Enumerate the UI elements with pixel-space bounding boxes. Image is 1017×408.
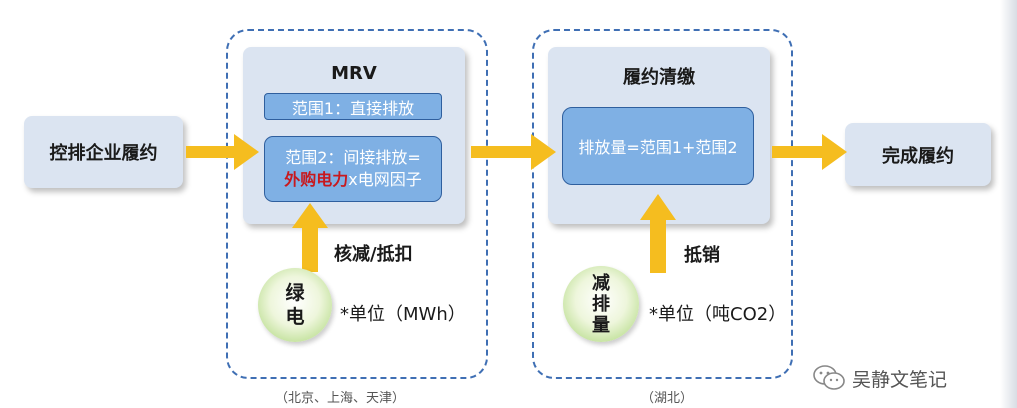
scope1-box: 范围1：直接排放: [264, 93, 442, 120]
arrow-green-power-up: [292, 203, 328, 272]
arrow-reduction-up: [640, 194, 676, 273]
emission-formula-box: 排放量=范围1+范围2: [562, 107, 754, 185]
right-edge-strip: [1000, 0, 1017, 408]
unit-co2-label: *单位（吨CO2）: [649, 304, 787, 325]
scope2-purchased-power: 外购电力: [284, 170, 349, 189]
offset-label: 抵销: [684, 245, 720, 266]
reduction-char-1: 减: [592, 272, 610, 294]
mrv-title: MRV: [331, 63, 377, 84]
mrv-group-frame: [226, 29, 488, 379]
scope2-line2: 外购电力x电网因子: [265, 169, 441, 191]
watermark-text: 吴静文笔记: [852, 368, 948, 391]
arrow-clearing-to-complete: [772, 134, 847, 170]
entity-node: 控排企业履约: [24, 116, 183, 188]
unit-mwh-label: *单位（MWh）: [340, 304, 466, 325]
clearing-title: 履约清缴: [623, 67, 695, 88]
scope2-line1: 范围2：间接排放=: [285, 148, 421, 167]
scope2-box: 范围2：间接排放= 外购电力x电网因子: [264, 136, 442, 202]
complete-label: 完成履约: [882, 145, 954, 167]
scope2-grid-factor: x电网因子: [348, 170, 422, 189]
wechat-icon: [813, 365, 845, 390]
green-power-char-2: 电: [285, 306, 305, 328]
clearing-panel: 履约清缴 排放量=范围1+范围2: [548, 47, 770, 224]
reduction-char-2: 排: [592, 293, 610, 315]
mrv-panel: MRV 范围1：直接排放 范围2：间接排放= 外购电力x电网因子: [243, 47, 465, 224]
emission-formula-label: 排放量=范围1+范围2: [578, 138, 738, 157]
arrow-mrv-to-clearing: [471, 134, 556, 170]
arrow-entity-to-mrv: [186, 134, 259, 170]
green-power-char-1: 绿: [285, 282, 305, 304]
caption-left: （北京、上海、天津）: [275, 391, 406, 406]
complete-node: 完成履约: [845, 123, 991, 186]
caption-right: （湖北）: [641, 391, 694, 406]
green-power-circle: 绿 电: [258, 268, 332, 342]
clearing-group-frame: [532, 29, 793, 379]
deduct-label: 核减/抵扣: [334, 244, 413, 265]
reduction-char-3: 量: [592, 314, 610, 336]
scope1-label: 范围1：直接排放: [291, 98, 415, 118]
reduction-circle: 减 排 量: [563, 266, 639, 342]
entity-label: 控排企业履约: [49, 143, 158, 164]
watermark: 吴静文笔记: [812, 364, 947, 392]
